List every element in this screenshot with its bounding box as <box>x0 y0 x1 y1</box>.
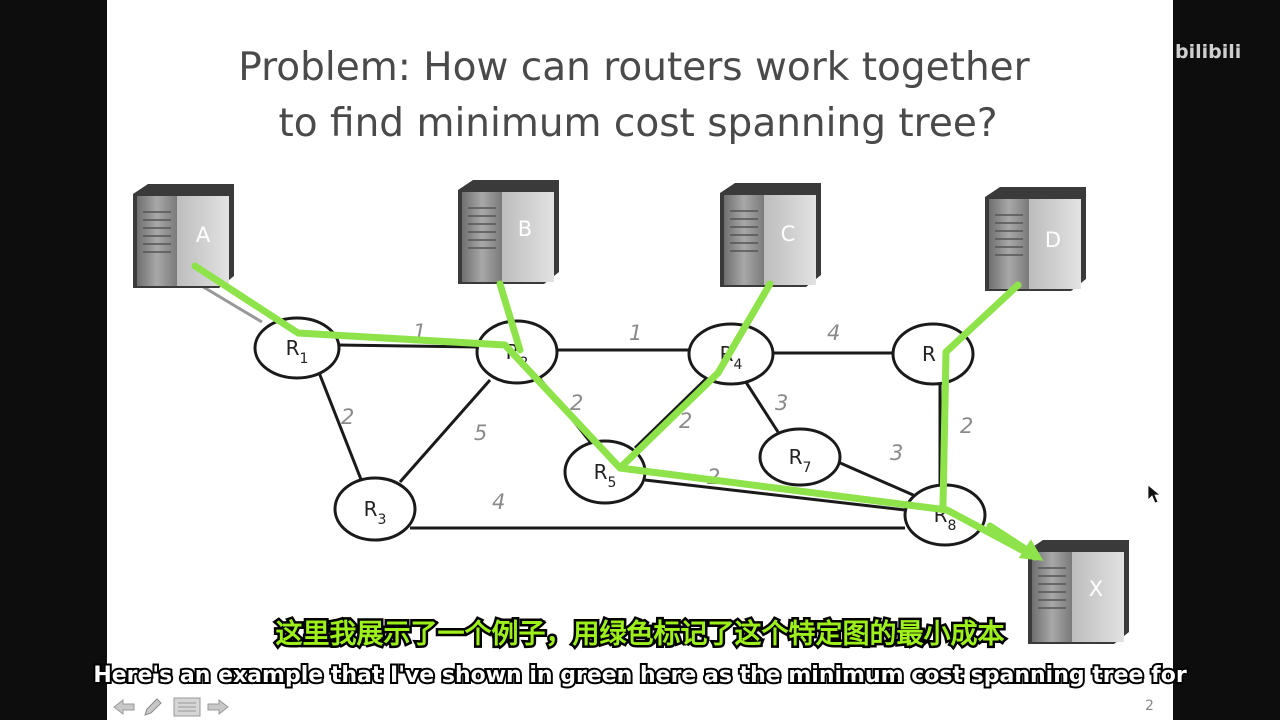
cost-R7-R8: 3 <box>890 441 903 465</box>
cost-R3-R8: 4 <box>492 490 505 514</box>
mouse-cursor-icon <box>1147 484 1162 504</box>
slide-title-line-2: to find minimum cost spanning tree? <box>278 101 997 146</box>
server-A: A <box>133 184 234 288</box>
tree-path-B <box>496 280 524 354</box>
server-D-label: D <box>1045 228 1061 252</box>
link-R4-R7 <box>740 375 780 433</box>
subtitle-chinese: 这里我展示了一个例子，用绿色标记了这个特定图的最小成本 <box>276 618 1005 650</box>
bilibili-logo: bilibili <box>1175 41 1241 63</box>
cost-R4-R5: 2 <box>679 409 692 433</box>
cost-R4-R6: 4 <box>827 321 840 345</box>
arrow-right-icon[interactable] <box>206 698 230 716</box>
server-X: X <box>1028 540 1129 644</box>
tree-path-A-to-X <box>191 262 1039 561</box>
server-A-label: A <box>196 223 211 247</box>
tree-arrow-to-X <box>986 522 1044 561</box>
pen-icon[interactable] <box>142 696 164 718</box>
cost-R1-R3: 2 <box>341 405 354 429</box>
cost-R4-R7: 3 <box>775 391 788 415</box>
network-links <box>199 283 942 530</box>
link-R1-R3 <box>316 369 364 483</box>
cost-R2-R5: 2 <box>570 391 583 415</box>
router-R6: R <box>891 322 975 386</box>
link-A-R1 <box>199 283 263 324</box>
server-D: D <box>985 187 1086 291</box>
spanning-tree-overlay <box>191 262 1044 561</box>
router-R7-label: R7 <box>789 445 812 476</box>
link-R4-R5 <box>633 373 712 450</box>
router-R3: R3 <box>333 476 417 542</box>
slide-toolbar: 2 <box>112 696 1154 718</box>
server-C-label: C <box>781 222 796 246</box>
page-number: 2 <box>1145 698 1154 714</box>
router-R1-label: R1 <box>286 336 309 367</box>
link-R5-R8 <box>644 478 906 512</box>
cost-R2-R4: 1 <box>629 321 642 345</box>
server-X-label: X <box>1089 577 1103 601</box>
server-B: B <box>458 180 559 284</box>
link-R1-R2 <box>337 343 479 349</box>
link-R7-R8 <box>837 460 921 500</box>
router-R3-label: R3 <box>364 497 387 528</box>
link-R2-R3 <box>398 379 492 483</box>
router-R5-label: R5 <box>594 460 617 491</box>
slides-menu-icon[interactable] <box>173 697 201 717</box>
router-R6-label: R <box>922 342 936 366</box>
server-C: C <box>720 183 821 287</box>
router-R1: R1 <box>253 316 341 380</box>
slide-title-line-1: Problem: How can routers work together <box>238 45 1030 90</box>
arrow-left-icon[interactable] <box>112 698 136 716</box>
cost-R2-R3: 5 <box>474 421 487 445</box>
router-R7: R7 <box>758 427 842 487</box>
cost-R6-R8: 2 <box>960 414 973 438</box>
tree-path-C <box>616 280 774 472</box>
subtitle-english: Here's an example that I've shown in gre… <box>93 663 1187 688</box>
server-B-label: B <box>518 217 532 241</box>
tree-path-D <box>939 281 1022 509</box>
